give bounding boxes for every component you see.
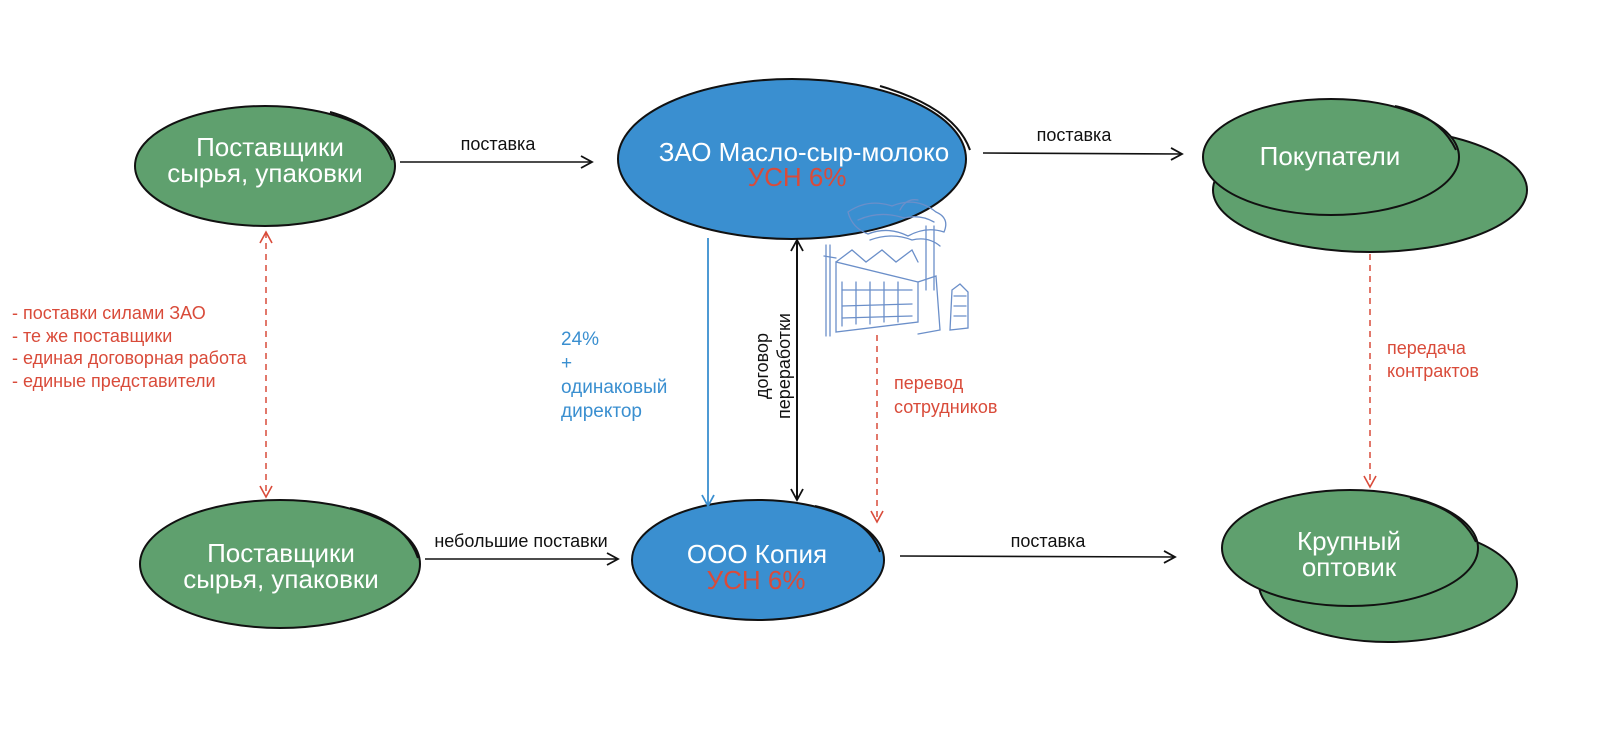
edge-contract-transfer-line1: передача [1387,338,1467,358]
note-item-3: - единая договорная работа [12,348,248,368]
edge-staff-transfer-line2: сотрудников [894,397,997,417]
node-zao-tax: УСН 6% [748,162,847,192]
edge-small-supply-label: небольшие поставки [434,531,607,551]
edge-ownership-line1: 24% [561,329,599,350]
edge-ownership-line3: одинаковый [561,377,667,398]
node-ooo: ООО Копия УСН 6% [631,499,885,621]
edge-processing-contract-line1: договор [752,333,772,399]
edge-supply-top-left-label: поставка [461,134,537,154]
node-zao-name: ЗАО Масло-сыр-молоко [659,137,950,167]
edge-processing-contract-line2: переработки [774,313,794,419]
node-wholesaler-line1: Крупный [1297,526,1401,556]
note-item-4: - единые представители [12,371,216,391]
node-wholesaler: Крупный оптовик [1221,489,1518,643]
node-ooo-name: ООО Копия [687,539,827,569]
edge-supply-top-right-label: поставка [1037,125,1113,145]
node-suppliers-bottom-line2: сырья, упаковки [183,564,379,594]
node-wholesaler-line2: оптовик [1302,552,1397,582]
node-buyers-name: Покупатели [1260,141,1401,171]
node-buyers: Покупатели [1202,98,1528,253]
node-suppliers-bottom: Поставщики сырья, упаковки [139,499,421,629]
edge-contract-transfer-line2: контрактов [1387,361,1479,381]
edge-supply-bottom-right [899,550,1177,564]
node-suppliers-top-line2: сырья, упаковки [167,158,363,188]
node-suppliers-top-line1: Поставщики [196,132,344,162]
factory-sketch-icon [823,199,969,337]
edge-ownership-line4: директор [561,401,642,422]
edge-ownership-line2: + [561,353,572,374]
edge-staff-transfer-line1: перевод [894,373,964,393]
note-item-1: - поставки силами ЗАО [12,303,206,323]
node-suppliers-bottom-line1: Поставщики [207,538,355,568]
notes-list: - поставки силами ЗАО - те же поставщики… [12,303,248,391]
node-suppliers-top: Поставщики сырья, упаковки [134,105,396,227]
note-item-2: - те же поставщики [12,326,172,346]
edge-supply-top-right [982,147,1184,161]
node-ooo-tax: УСН 6% [707,565,806,595]
node-zao: ЗАО Масло-сыр-молоко УСН 6% [617,78,971,240]
edge-supply-bottom-right-label: поставка [1011,531,1087,551]
